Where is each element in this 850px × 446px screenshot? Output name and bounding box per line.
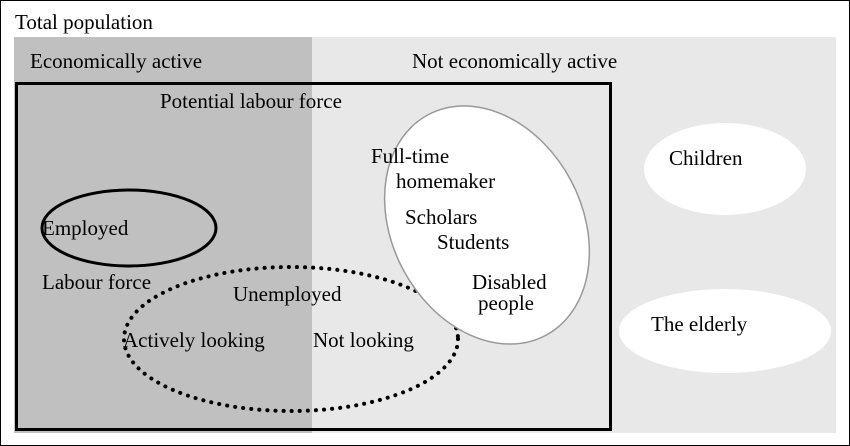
employed-ellipse <box>40 188 218 268</box>
homemaker-label-line2: homemaker <box>396 169 495 193</box>
homemaker-label-line1: Full-time <box>371 144 449 168</box>
children-label: Children <box>669 146 743 170</box>
disabled-label-line2: people <box>478 291 534 315</box>
not-economically-active-label: Not economically active <box>412 49 617 73</box>
potential-labour-force-label: Potential labour force <box>160 89 342 113</box>
inactive-groups-ellipse <box>383 105 591 345</box>
children-ellipse <box>644 123 806 215</box>
total-population-label: Total population <box>15 10 153 34</box>
elderly-ellipse <box>619 289 831 373</box>
not-looking-label: Not looking <box>313 328 414 352</box>
labour-force-label: Labour force <box>42 270 151 294</box>
employed-label: Employed <box>42 216 129 240</box>
disabled-label-line1: Disabled <box>472 270 547 294</box>
scholars-label: Scholars <box>405 205 477 229</box>
economically-active-label: Economically active <box>30 49 202 73</box>
economically-active-region <box>14 37 312 433</box>
actively-looking-label: Actively looking <box>123 328 265 352</box>
elderly-label: The elderly <box>651 312 748 336</box>
unemployed-ellipse <box>122 265 460 413</box>
unemployed-label: Unemployed <box>233 282 342 306</box>
students-label: Students <box>437 230 509 254</box>
potential-labour-force-box <box>15 82 612 431</box>
